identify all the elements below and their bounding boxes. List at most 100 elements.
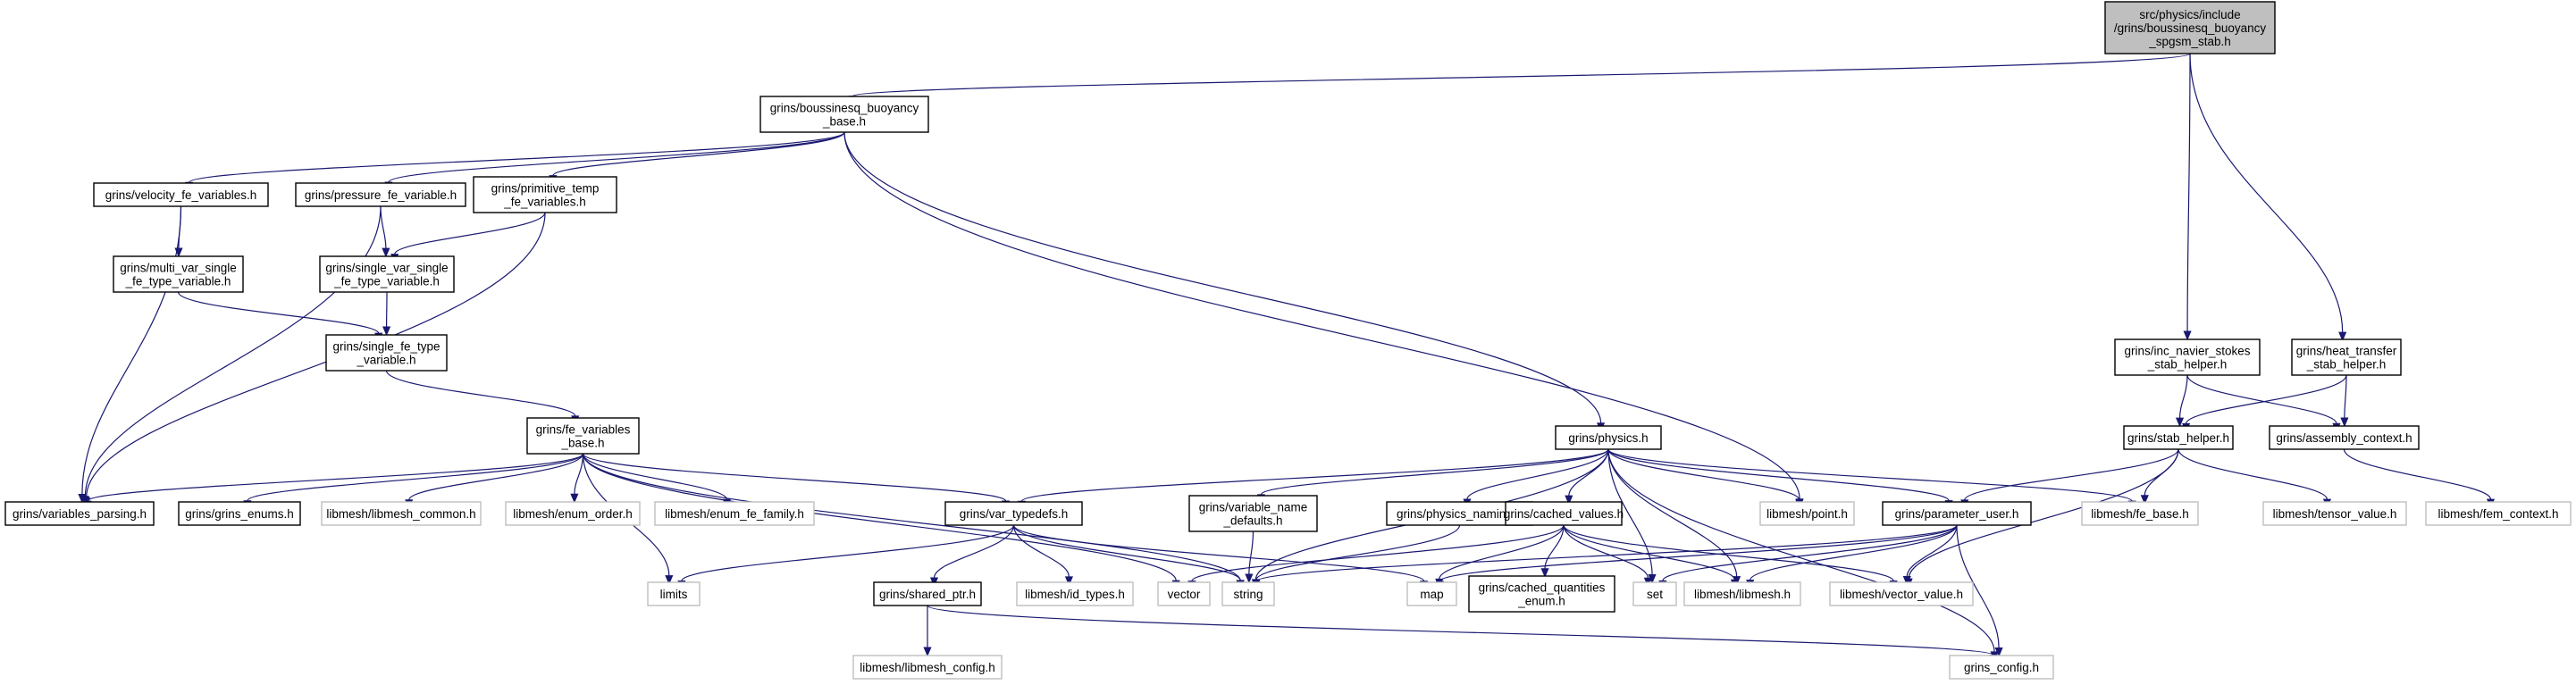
edge-line bbox=[87, 453, 584, 502]
node-box bbox=[1221, 581, 1275, 606]
node-singlefe[interactable]: grins/single_fe_type_variable.h bbox=[325, 334, 448, 372]
edge-line bbox=[1020, 448, 1609, 502]
node-label-line: _fe_variables.h bbox=[503, 196, 586, 209]
node-string: string bbox=[1221, 581, 1275, 606]
node-label-line: _fe_type_variable.h bbox=[333, 275, 440, 288]
edge-line bbox=[1607, 448, 1995, 652]
edge-line bbox=[1563, 524, 1649, 579]
node-label-line: grins/assembly_context.h bbox=[2276, 431, 2412, 445]
node-paramuser[interactable]: grins/parameter_user.h bbox=[1882, 501, 2032, 526]
node-label-line: grins/single_var_single bbox=[325, 262, 448, 275]
edge-line bbox=[408, 453, 584, 500]
edge-stabhelper-to-tensorvalue bbox=[2177, 448, 2332, 509]
edge-line bbox=[1956, 524, 2000, 648]
node-box bbox=[1016, 581, 1134, 606]
node-box bbox=[2104, 1, 2276, 54]
node-assemblyctx[interactable]: grins/assembly_context.h bbox=[2269, 425, 2420, 450]
node-box bbox=[2269, 425, 2420, 450]
edge-incns-to-stabhelper bbox=[2176, 374, 2188, 428]
node-box bbox=[654, 501, 815, 526]
edge-assemblyctx-to-femcontext bbox=[2343, 448, 2496, 509]
edge-line bbox=[1012, 524, 1425, 582]
edge-physics-to-varnamedef bbox=[1256, 448, 1609, 505]
edge-arrowhead bbox=[1245, 573, 1254, 584]
edge-line bbox=[1248, 530, 1254, 575]
node-cachedqe[interactable]: grins/cached_quantities_enum.h bbox=[1468, 575, 1615, 613]
edge-line bbox=[177, 291, 380, 334]
edge-febase-to-enumorder bbox=[570, 453, 584, 504]
edge-singlevar-to-singlefe bbox=[382, 291, 391, 337]
edge-line bbox=[2178, 374, 2188, 419]
edge-line bbox=[582, 453, 1177, 581]
node-label-line: libmesh/fem_context.h bbox=[2438, 507, 2558, 521]
node-box bbox=[1632, 581, 1677, 606]
edge-arrowhead bbox=[2338, 331, 2347, 342]
edge-febase-to-varparsing bbox=[83, 453, 584, 511]
edge-line bbox=[582, 453, 728, 500]
node-multivar[interactable]: grins/multi_var_single_fe_type_variable.… bbox=[113, 255, 244, 293]
edge-line bbox=[1906, 524, 1958, 577]
node-primtemp[interactable]: grins/primitive_temp_fe_variables.h bbox=[473, 176, 617, 213]
node-stabhelper[interactable]: grins/stab_helper.h bbox=[2123, 425, 2234, 450]
edge-line bbox=[388, 131, 845, 183]
node-vartypedefs[interactable]: grins/var_typedefs.h bbox=[944, 501, 1083, 526]
edge-root-to-bbb bbox=[848, 53, 2191, 105]
node-label-line: /grins/boussinesq_buoyancy bbox=[2114, 21, 2267, 35]
node-cachedvalues[interactable]: grins/cached_values.h bbox=[1504, 501, 1624, 526]
node-singlevar[interactable]: grins/single_var_single_fe_type_variable… bbox=[319, 255, 455, 293]
node-box bbox=[1882, 501, 2032, 526]
edge-line bbox=[1563, 524, 1736, 581]
edge-line bbox=[1191, 524, 1565, 582]
edge-pressure-to-singlevar bbox=[380, 205, 390, 258]
edge-line bbox=[2186, 374, 2337, 424]
node-label-line: libmesh/libmesh_config.h bbox=[860, 661, 995, 674]
node-box bbox=[1829, 581, 1974, 606]
node-label-line: _spgsm_stab.h bbox=[2148, 35, 2231, 48]
node-grinsenums[interactable]: grins/grins_enums.h bbox=[178, 501, 301, 526]
node-idtypes: libmesh/id_types.h bbox=[1016, 581, 1134, 606]
node-box bbox=[178, 501, 301, 526]
node-label-line: grins/inc_navier_stokes bbox=[2124, 345, 2250, 358]
edge-heattransfer-to-stabhelper bbox=[2182, 374, 2347, 433]
node-febase[interactable]: grins/fe_variables_base.h bbox=[526, 417, 640, 455]
node-varparsing[interactable]: grins/variables_parsing.h bbox=[4, 501, 155, 526]
edge-line bbox=[1439, 524, 1565, 580]
edge-heattransfer-to-assemblyctx bbox=[2340, 374, 2349, 428]
edge-bbb-to-point bbox=[843, 131, 1804, 509]
node-box bbox=[93, 182, 269, 207]
edge-singlefe-to-febase bbox=[385, 370, 580, 426]
node-pressure[interactable]: grins/pressure_fe_variable.h bbox=[295, 182, 466, 207]
node-root[interactable]: src/physics/include/grins/boussinesq_buo… bbox=[2104, 1, 2276, 54]
node-label-line: grins/cached_values.h bbox=[1504, 507, 1624, 521]
edge-line bbox=[1012, 524, 1241, 581]
node-velocity[interactable]: grins/velocity_fe_variables.h bbox=[93, 182, 269, 207]
node-heattransfer[interactable]: grins/heat_transfer_stab_helper.h bbox=[2291, 338, 2402, 376]
node-label-line: _defaults.h bbox=[1222, 514, 1282, 528]
node-box bbox=[1188, 495, 1318, 532]
node-bbb[interactable]: grins/boussinesq_buoyancy_base.h bbox=[759, 96, 929, 133]
node-incns[interactable]: grins/inc_navier_stokes_stab_helper.h bbox=[2114, 338, 2261, 376]
node-label-line: grins/physics_naming.h bbox=[1397, 507, 1523, 521]
edge-line bbox=[2177, 448, 2328, 500]
node-label-line: grins/heat_transfer bbox=[2296, 345, 2397, 358]
node-vector: vector bbox=[1157, 581, 1211, 606]
node-box bbox=[2291, 338, 2402, 376]
edge-line bbox=[681, 524, 1015, 582]
node-label-line: libmesh/fe_base.h bbox=[2091, 507, 2189, 521]
edge-arrowhead bbox=[2140, 495, 2149, 505]
node-box bbox=[319, 255, 455, 293]
node-label-line: grins/velocity_fe_variables.h bbox=[105, 188, 257, 202]
edge-line bbox=[188, 131, 845, 183]
edge-line bbox=[86, 212, 546, 498]
node-enumorder: libmesh/enum_order.h bbox=[505, 501, 641, 526]
node-box bbox=[2262, 501, 2407, 526]
node-box bbox=[852, 655, 1003, 680]
edge-arrowhead bbox=[570, 493, 579, 504]
node-map: map bbox=[1406, 581, 1457, 606]
node-physics[interactable]: grins/physics.h bbox=[1555, 425, 1662, 450]
edge-physics-to-libmesh bbox=[1607, 448, 1741, 586]
node-sharedptr[interactable]: grins/shared_ptr.h bbox=[873, 581, 982, 606]
node-varnamedef[interactable]: grins/variable_name_defaults.h bbox=[1188, 495, 1318, 532]
node-label-line: grins/variable_name bbox=[1199, 501, 1308, 514]
edge-line bbox=[1607, 448, 1653, 575]
